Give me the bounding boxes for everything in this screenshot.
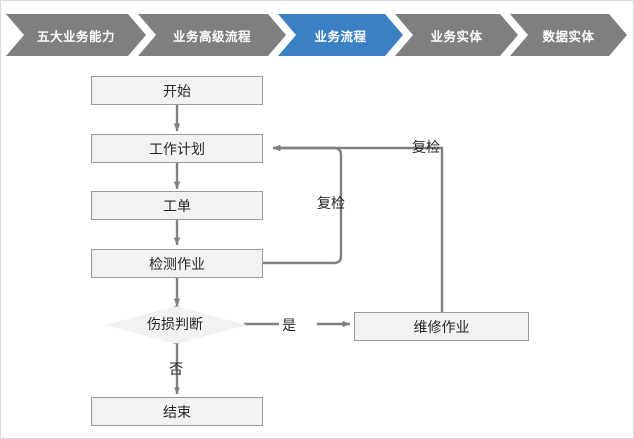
- edge-label-recheck-outer: 复检: [412, 139, 440, 155]
- node-work-plan[interactable]: 工作计划: [91, 134, 263, 163]
- node-start[interactable]: 开始: [91, 76, 263, 105]
- breadcrumb-item-1[interactable]: 五大业务能力: [6, 14, 146, 56]
- node-end[interactable]: 结束: [91, 397, 263, 426]
- node-work-plan-label: 工作计划: [149, 140, 205, 157]
- node-work-order[interactable]: 工单: [91, 191, 263, 220]
- node-inspection-label: 检测作业: [149, 255, 205, 272]
- breadcrumb-item-1-label: 五大业务能力: [36, 29, 115, 44]
- node-work-order-label: 工单: [163, 197, 191, 214]
- breadcrumb-item-3-label: 业务流程: [314, 29, 367, 44]
- breadcrumb-item-4-label: 业务实体: [430, 29, 483, 44]
- node-decision[interactable]: 伤损判断: [105, 306, 247, 344]
- breadcrumb-item-5[interactable]: 数据实体: [510, 14, 627, 56]
- node-decision-label: 伤损判断: [147, 316, 203, 332]
- node-inspection[interactable]: 检测作业: [91, 249, 263, 278]
- edge-label-recheck-inner: 复检: [317, 195, 345, 211]
- node-repair[interactable]: 维修作业: [354, 312, 529, 341]
- edge-label-yes: 是: [282, 317, 296, 333]
- edge-recheck-outer-loop: [272, 144, 444, 312]
- breadcrumb-item-2-label: 业务高级流程: [172, 29, 251, 44]
- node-start-label: 开始: [163, 82, 191, 99]
- node-end-label: 结束: [163, 403, 191, 420]
- breadcrumb-item-2[interactable]: 业务高级流程: [138, 14, 286, 56]
- breadcrumb-item-4[interactable]: 业务实体: [395, 14, 518, 56]
- breadcrumb-item-5-label: 数据实体: [542, 29, 595, 44]
- edge-label-no: 否: [169, 361, 183, 377]
- breadcrumb-item-3-active[interactable]: 业务流程: [278, 14, 403, 56]
- node-repair-label: 维修作业: [413, 318, 470, 335]
- breadcrumb: 五大业务能力 业务高级流程 业务流程 业务实体 数据实体: [1, 14, 634, 56]
